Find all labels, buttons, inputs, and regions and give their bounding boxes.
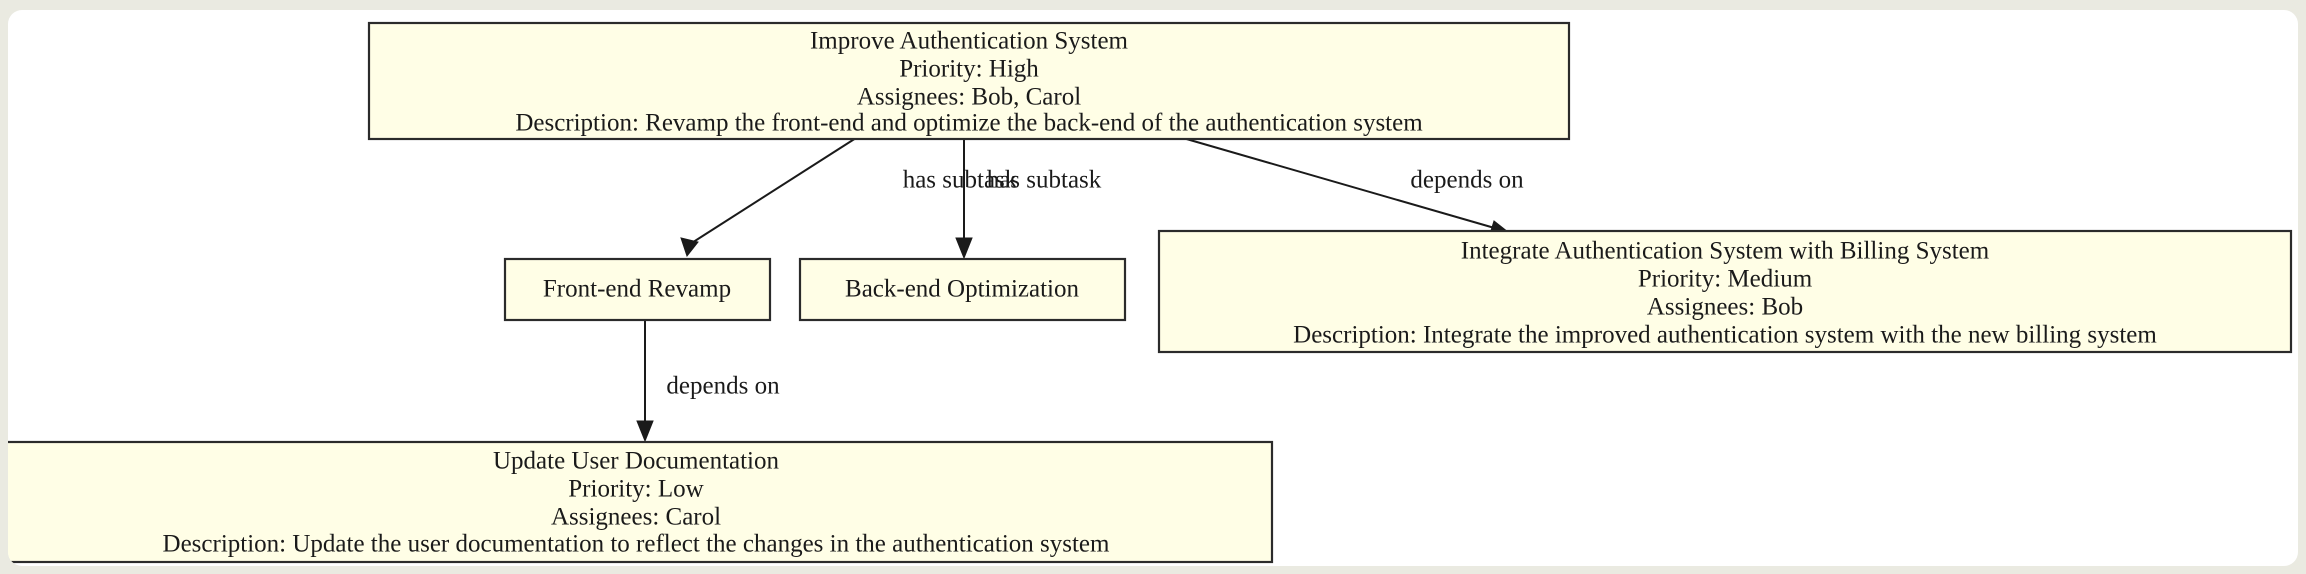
edge-improve-auth-to-back-end-optimization[interactable]: has subtask xyxy=(955,138,1102,260)
edge-line xyxy=(1182,137,1499,230)
node-assignees: Assignees: Bob, Carol xyxy=(857,84,1081,111)
node-integrate-billing[interactable]: Integrate Authentication System with Bil… xyxy=(1157,229,2293,354)
node-improve-auth[interactable]: Improve Authentication System Priority: … xyxy=(367,21,1571,141)
arrowhead-icon xyxy=(955,237,973,260)
node-title: Back-end Optimization xyxy=(845,276,1079,303)
edge-label-depends-on-2: depends on xyxy=(666,373,780,400)
node-front-end-revamp[interactable]: Front-end Revamp xyxy=(503,257,772,322)
node-title: Update User Documentation xyxy=(493,448,780,475)
arrowhead-icon xyxy=(636,420,654,443)
edge-improve-auth-to-front-end-revamp[interactable]: has subtask xyxy=(680,137,1018,258)
node-priority: Priority: High xyxy=(899,56,1039,83)
node-box xyxy=(798,257,1127,322)
edge-improve-auth-to-integrate-billing[interactable]: depends on xyxy=(1182,137,1524,238)
node-update-user-docs[interactable]: Update User Documentation Priority: Low … xyxy=(8,440,1274,564)
node-description: Description: Revamp the front-end and op… xyxy=(515,110,1423,137)
node-box xyxy=(8,440,1274,564)
node-box xyxy=(503,257,772,322)
node-box xyxy=(367,21,1571,141)
node-title: Front-end Revamp xyxy=(543,276,731,303)
edge-label-has-subtask-2: has subtask xyxy=(987,167,1102,194)
node-title: Improve Authentication System xyxy=(810,28,1129,55)
node-title: Integrate Authentication System with Bil… xyxy=(1461,238,1990,265)
node-priority: Priority: Low xyxy=(568,476,703,503)
edge-front-end-revamp-to-update-user-docs[interactable]: depends on xyxy=(636,320,780,443)
edge-label-depends-on-1: depends on xyxy=(1410,167,1524,194)
diagram-canvas: has subtask has subtask depends on depen… xyxy=(8,10,2298,566)
node-assignees: Assignees: Bob xyxy=(1647,294,1803,321)
node-box xyxy=(1157,229,2293,354)
node-priority: Priority: Medium xyxy=(1638,266,1813,293)
edge-line xyxy=(686,137,857,247)
node-description: Description: Integrate the improved auth… xyxy=(1293,322,2157,349)
arrowhead-icon xyxy=(680,237,699,258)
node-description: Description: Update the user documentati… xyxy=(163,531,1110,558)
edge-label-has-subtask-1: has subtask xyxy=(903,167,1018,194)
node-assignees: Assignees: Carol xyxy=(551,504,721,531)
task-dependency-diagram: has subtask has subtask depends on depen… xyxy=(8,21,2293,564)
node-back-end-optimization[interactable]: Back-end Optimization xyxy=(798,257,1127,322)
